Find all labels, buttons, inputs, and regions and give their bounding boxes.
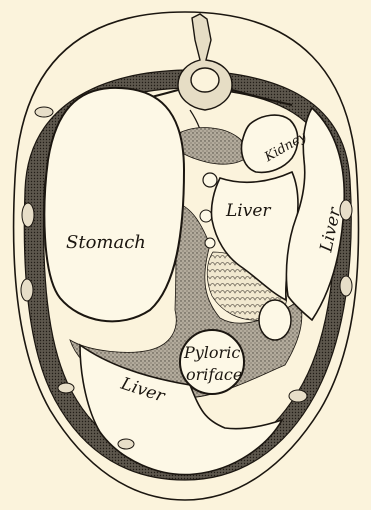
label-pyloric: Pyloric (183, 343, 240, 362)
pyloric-orifice (180, 330, 244, 394)
stomach (44, 88, 184, 321)
gall-bladder (259, 300, 291, 340)
label-oriface: oriface (186, 365, 242, 384)
label-stomach: Stomach (66, 232, 146, 253)
label-liver-upper: Liver (225, 201, 271, 221)
